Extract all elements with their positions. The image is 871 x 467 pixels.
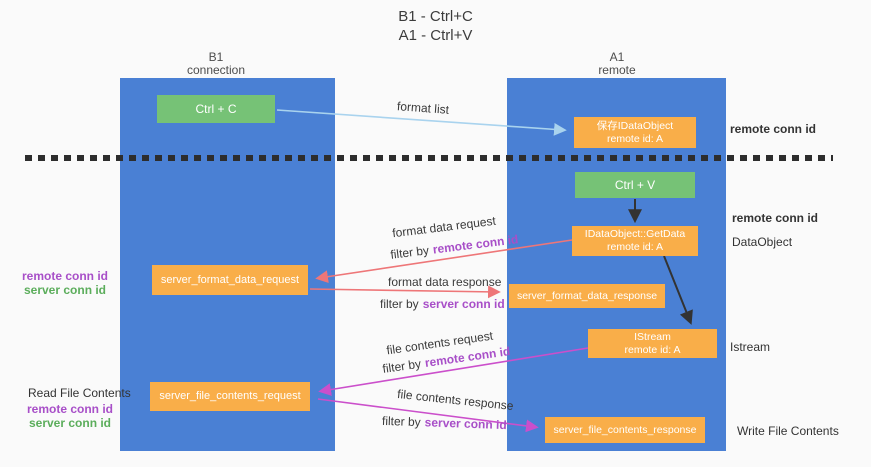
side-label-server-conn-id-left2: server conn id bbox=[28, 416, 112, 430]
node-save-idataobject: 保存IDataObject remote id: A bbox=[574, 117, 696, 148]
arrow-format-data-response bbox=[309, 285, 501, 299]
filter-prefix-text: filter by bbox=[380, 297, 419, 311]
node-file-response-label: server_file_contents_response bbox=[553, 423, 697, 436]
side-label-remote-conn-id-top: remote conn id bbox=[730, 122, 817, 136]
node-ctrl-v: Ctrl + V bbox=[575, 172, 695, 198]
side-label-read-file-contents: Read File Contents bbox=[28, 386, 131, 400]
node-istream-line2: remote id: A bbox=[624, 343, 681, 356]
lane-header-a1: A1 remote bbox=[557, 51, 677, 77]
server-conn-id-text: server conn id bbox=[424, 415, 507, 433]
side-block-conn-ids-1: remote conn id server conn id bbox=[20, 269, 110, 297]
node-file-request-label: server_file_contents_request bbox=[159, 390, 301, 402]
node-ctrl-c-label: Ctrl + C bbox=[195, 102, 237, 116]
filter-prefix-text: filter by bbox=[389, 243, 430, 262]
node-getdata-line2: remote id: A bbox=[606, 241, 664, 253]
node-istream-line1: IStream bbox=[634, 330, 671, 343]
lane-header-b1: B1 connection bbox=[156, 51, 276, 77]
node-getdata-line1: IDataObject::GetData bbox=[584, 228, 686, 240]
lane-b1-name: B1 bbox=[208, 50, 224, 64]
side-block-conn-ids-2: remote conn id server conn id bbox=[25, 402, 115, 430]
lane-a1-name: A1 bbox=[609, 50, 625, 64]
node-format-response-label: server_format_data_response bbox=[516, 289, 658, 302]
server-conn-id-text: server conn id bbox=[422, 297, 505, 311]
node-save-idataobject-line1: 保存IDataObject bbox=[596, 119, 674, 132]
node-server-format-data-response: server_format_data_response bbox=[509, 284, 665, 308]
side-label-server-conn-id-left1: server conn id bbox=[23, 283, 107, 297]
filter-prefix-text: filter by bbox=[381, 356, 422, 376]
lane-a1-role: remote bbox=[598, 63, 636, 77]
node-ctrl-c: Ctrl + C bbox=[157, 95, 275, 123]
node-save-idataobject-line2: remote id: A bbox=[606, 132, 664, 145]
lane-b1-role: connection bbox=[186, 63, 246, 77]
flow-label-format-data-response: format data response bbox=[388, 275, 502, 289]
node-server-file-contents-response: server_file_contents_response bbox=[545, 417, 705, 443]
title-line-1: B1 - Ctrl+C bbox=[398, 8, 473, 25]
diagram-title: B1 - Ctrl+C A1 - Ctrl+V bbox=[0, 7, 871, 45]
flow-label-file-contents-response: file contents response bbox=[396, 386, 515, 414]
node-format-request-label: server_format_data_request bbox=[160, 273, 300, 286]
remote-conn-id-text: remote conn id bbox=[431, 232, 520, 257]
filter-prefix-text: filter by bbox=[381, 413, 421, 430]
side-label-dataobject: DataObject bbox=[732, 235, 793, 249]
side-label-remote-conn-id-left1: remote conn id bbox=[21, 269, 108, 283]
node-ctrl-v-label: Ctrl + V bbox=[614, 178, 656, 192]
node-server-format-data-request: server_format_data_request bbox=[152, 265, 308, 295]
side-label-remote-conn-id-left2: remote conn id bbox=[26, 402, 113, 416]
side-label-istream: Istream bbox=[730, 340, 771, 354]
node-idataobject-getdata: IDataObject::GetData remote id: A bbox=[572, 226, 698, 256]
side-label-write-file-contents: Write File Contents bbox=[737, 424, 839, 438]
node-server-file-contents-request: server_file_contents_request bbox=[150, 382, 310, 411]
title-line-2: A1 - Ctrl+V bbox=[398, 27, 473, 44]
session-separator-line bbox=[25, 155, 833, 161]
side-label-remote-conn-id-mid: remote conn id bbox=[732, 211, 819, 225]
node-istream: IStream remote id: A bbox=[588, 329, 717, 358]
flow-label-format-list: format list bbox=[396, 99, 450, 117]
